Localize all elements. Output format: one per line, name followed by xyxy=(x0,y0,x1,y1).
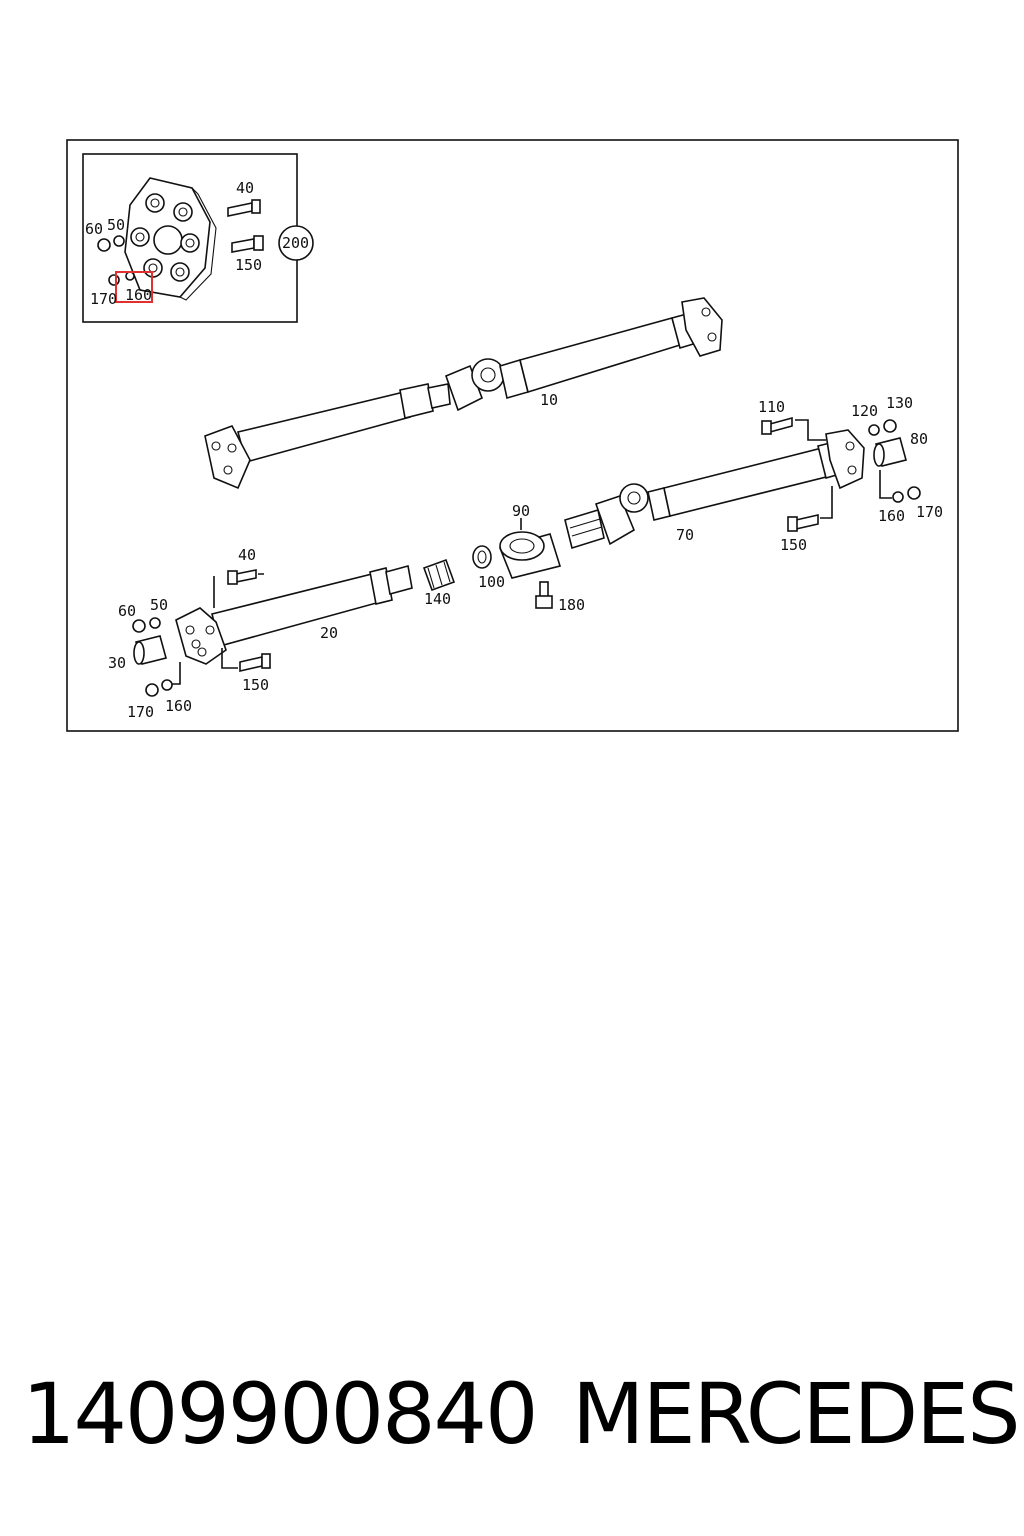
inset-nut-60 xyxy=(97,238,111,252)
inset-washer-160 xyxy=(125,271,135,281)
rear-label-160: 160 xyxy=(878,507,905,525)
middle-label-90: 90 xyxy=(512,502,530,520)
rear-label-70: 70 xyxy=(676,526,694,544)
front-label-170: 170 xyxy=(127,703,154,721)
part-number: 1409900840 xyxy=(22,1365,538,1463)
front-label-50: 50 xyxy=(150,596,168,614)
rear-label-170: 170 xyxy=(916,503,943,521)
callout-circle-200 xyxy=(278,225,314,261)
upper-label-10: 10 xyxy=(540,391,558,409)
front-washer-50 xyxy=(149,617,161,629)
front-nut-60 xyxy=(132,619,146,633)
rear-label-110: 110 xyxy=(758,398,785,416)
inset-label-170: 170 xyxy=(90,290,117,308)
front-bolt-40 xyxy=(227,569,257,585)
front-bolt-150 xyxy=(239,653,271,673)
inset-label-60: 60 xyxy=(85,220,103,238)
inset-label-50: 50 xyxy=(107,216,125,234)
rear-label-80: 80 xyxy=(910,430,928,448)
inset-label-40: 40 xyxy=(236,179,254,197)
front-label-60: 60 xyxy=(118,602,136,620)
middle-label-100: 100 xyxy=(478,573,505,591)
rear-label-120: 120 xyxy=(851,402,878,420)
front-label-30: 30 xyxy=(108,654,126,672)
inset-bolt-40 xyxy=(227,199,261,217)
propshaft-diagram: 40 60 50 150 170 160 200 10 xyxy=(66,139,959,732)
callout-label-200: 200 xyxy=(282,234,309,252)
front-label-40: 40 xyxy=(238,546,256,564)
front-propshaft xyxy=(175,564,413,665)
footer: 1409900840 MERCEDES xyxy=(0,1365,1024,1475)
front-nut-170 xyxy=(145,683,159,697)
flex-disc xyxy=(124,177,217,301)
inset-nut-170 xyxy=(108,274,120,286)
inset-label-150: 150 xyxy=(235,256,262,274)
upper-propshaft xyxy=(204,297,723,490)
front-label-20: 20 xyxy=(320,624,338,642)
rear-propshaft xyxy=(564,429,865,550)
diagram-frame xyxy=(66,139,959,732)
front-label-160: 160 xyxy=(165,697,192,715)
inset-bolt-150 xyxy=(231,235,264,253)
center-bearing-90 xyxy=(498,531,562,579)
inset-label-160: 160 xyxy=(125,286,152,304)
rear-label-130: 130 xyxy=(886,394,913,412)
brand-name: MERCEDES xyxy=(572,1365,1021,1463)
middle-label-140: 140 xyxy=(424,590,451,608)
rear-washer-120 xyxy=(868,424,880,436)
rear-nut-170 xyxy=(907,486,921,500)
inset-washer-50 xyxy=(113,235,125,247)
rear-bolt-110 xyxy=(761,416,793,435)
highlight-box xyxy=(115,271,153,303)
boot-140 xyxy=(422,558,456,592)
front-label-150: 150 xyxy=(242,676,269,694)
middle-label-180: 180 xyxy=(558,596,585,614)
bolt-180 xyxy=(535,581,553,609)
bearing-ring-100 xyxy=(472,545,492,569)
rear-nut-130 xyxy=(883,419,897,433)
rear-washer-160 xyxy=(892,491,904,503)
front-washer-160 xyxy=(161,679,173,691)
rear-label-150: 150 xyxy=(780,536,807,554)
rear-bolt-150 xyxy=(787,513,819,532)
